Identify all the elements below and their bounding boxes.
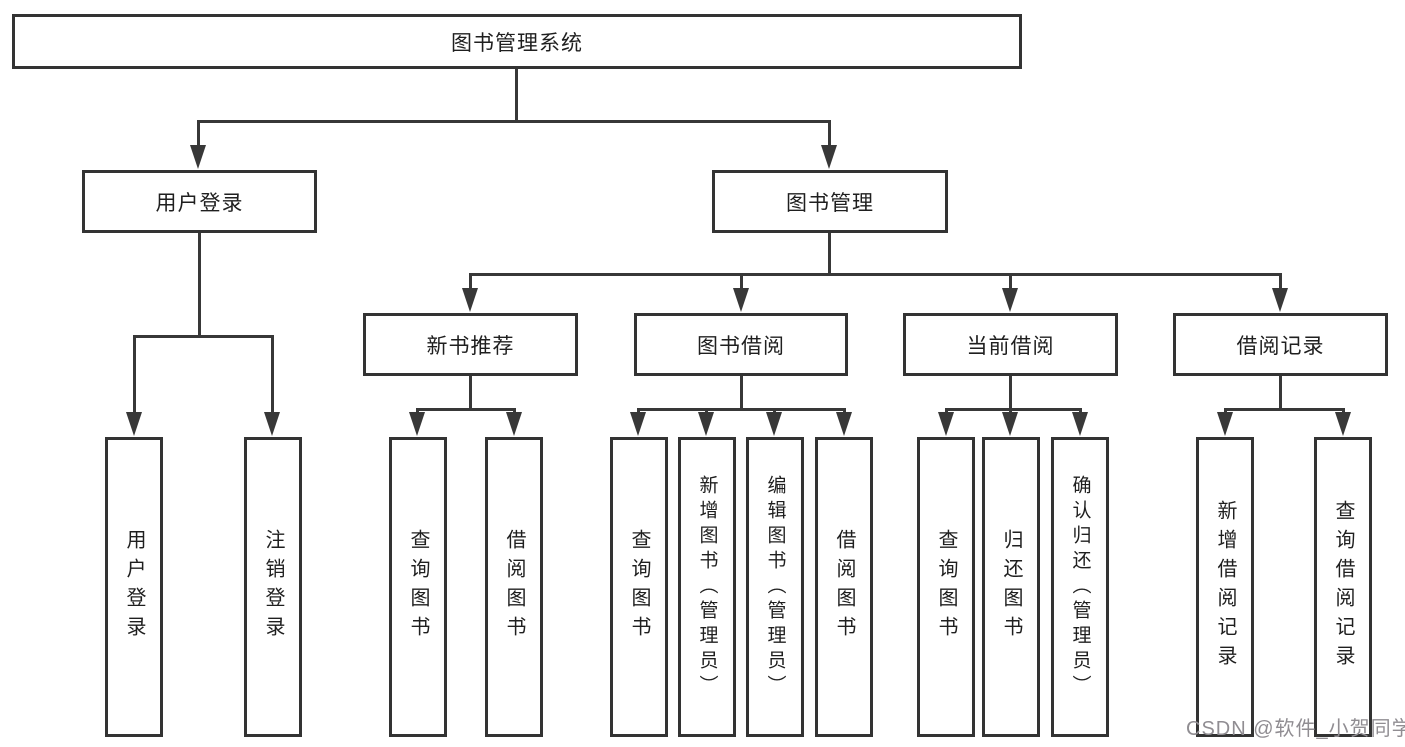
leaf-query-books-current: 查询图书: [917, 437, 975, 737]
leaf-label: 借阅图书: [833, 529, 855, 645]
connector-line: [1009, 376, 1012, 408]
leaf-confirm-return-admin: 确认归还（管理员）: [1051, 437, 1109, 737]
leaf-user-login: 用户登录: [105, 437, 163, 737]
node-label: 图书管理: [786, 191, 874, 215]
arrowhead: [1272, 288, 1288, 312]
arrowhead: [1072, 412, 1088, 436]
leaf-add-books-admin: 新增图书（管理员）: [678, 437, 736, 737]
leaf-label: 查询图书: [407, 529, 429, 645]
connector-line: [198, 233, 201, 335]
connector-line: [513, 408, 516, 415]
node-borrowing-records: 借阅记录: [1173, 313, 1388, 376]
leaf-logout: 注销登录: [244, 437, 302, 737]
arrowhead: [1335, 412, 1351, 436]
leaf-label: 查询图书: [628, 529, 650, 645]
arrowhead: [836, 412, 852, 436]
leaf-query-books-borrowing: 查询图书: [610, 437, 668, 737]
connector-line: [271, 335, 274, 414]
leaf-label: 确认归还（管理员）: [1069, 474, 1091, 700]
leaf-return-books: 归还图书: [982, 437, 1040, 737]
connector-line: [1009, 408, 1012, 415]
connector-line: [1342, 408, 1345, 415]
node-book-borrowing: 图书借阅: [634, 313, 848, 376]
arrowhead: [630, 412, 646, 436]
leaf-label: 查询借阅记录: [1332, 500, 1354, 674]
arrowhead: [1217, 412, 1233, 436]
arrowhead: [1002, 412, 1018, 436]
leaf-add-borrow-record: 新增借阅记录: [1196, 437, 1254, 737]
arrowhead: [1002, 288, 1018, 312]
connector-line: [469, 273, 472, 291]
leaf-label: 编辑图书（管理员）: [764, 474, 786, 700]
arrowhead: [766, 412, 782, 436]
connector-line: [637, 408, 640, 415]
leaf-label: 归还图书: [1000, 529, 1022, 645]
connector-line: [469, 273, 1282, 276]
node-library-management-system: 图书管理系统: [12, 14, 1022, 69]
node-label: 当前借阅: [966, 334, 1055, 358]
node-label: 新书推荐: [426, 334, 515, 358]
connector-line: [945, 408, 948, 415]
connector-line: [843, 408, 846, 415]
node-label: 用户登录: [155, 191, 244, 215]
node-user-login: 用户登录: [82, 170, 317, 233]
watermark: CSDN @软件_小贺同学: [1186, 718, 1405, 740]
arrowhead: [938, 412, 954, 436]
connector-line: [828, 120, 831, 150]
leaf-borrow-books: 借阅图书: [815, 437, 873, 737]
leaf-label: 查询图书: [935, 529, 957, 645]
connector-line: [133, 335, 274, 338]
connector-line: [197, 120, 200, 150]
connector-line: [1224, 408, 1227, 415]
connector-line: [828, 233, 831, 273]
leaf-label: 注销登录: [262, 529, 284, 645]
arrowhead: [462, 288, 478, 312]
connector-line: [416, 408, 419, 415]
arrowhead: [126, 412, 142, 436]
leaf-query-books-recommend: 查询图书: [389, 437, 447, 737]
arrowhead: [698, 412, 714, 436]
connector-line: [1279, 273, 1282, 291]
connector-line: [1224, 408, 1345, 411]
leaf-label: 新增图书（管理员）: [696, 474, 718, 700]
arrowhead: [733, 288, 749, 312]
connector-line: [1079, 408, 1082, 415]
connector-line: [469, 376, 472, 408]
connector-line: [515, 69, 518, 120]
leaf-label: 新增借阅记录: [1214, 500, 1236, 674]
connector-line: [945, 408, 1082, 411]
leaf-label: 用户登录: [123, 529, 145, 645]
node-label: 图书借阅: [697, 334, 785, 358]
leaf-query-borrow-record: 查询借阅记录: [1314, 437, 1372, 737]
connector-line: [637, 408, 846, 411]
connector-line: [133, 335, 136, 414]
arrowhead: [506, 412, 522, 436]
connector-line: [705, 408, 708, 415]
connector-line: [416, 408, 516, 411]
node-current-borrowing: 当前借阅: [903, 313, 1118, 376]
connector-line: [1009, 273, 1012, 291]
arrowhead: [190, 145, 206, 169]
arrowhead: [409, 412, 425, 436]
connector-line: [740, 376, 743, 408]
node-new-book-recommend: 新书推荐: [363, 313, 578, 376]
connector-line: [773, 408, 776, 415]
node-label: 借阅记录: [1236, 334, 1325, 358]
node-book-management: 图书管理: [712, 170, 948, 233]
leaf-edit-books-admin: 编辑图书（管理员）: [746, 437, 804, 737]
leaf-borrow-books-recommend: 借阅图书: [485, 437, 543, 737]
arrowhead: [264, 412, 280, 436]
connector-line: [740, 273, 743, 291]
node-label: 图书管理系统: [451, 31, 583, 55]
arrowhead: [821, 145, 837, 169]
connector-line: [197, 120, 831, 123]
connector-line: [1279, 376, 1282, 408]
leaf-label: 借阅图书: [503, 529, 525, 645]
